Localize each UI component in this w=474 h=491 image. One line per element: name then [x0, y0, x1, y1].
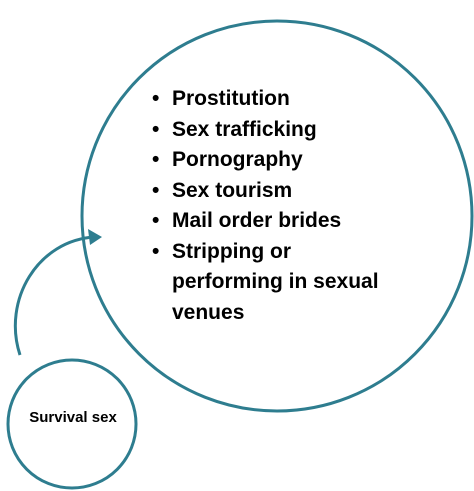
list-item-text: Pornography	[172, 148, 303, 171]
list-item-text: Prostitution	[172, 87, 290, 110]
arrowhead-icon	[88, 229, 102, 245]
list-item-text: Mail order brides	[172, 209, 342, 232]
list-item-text: Stripping or performing in sexual venues	[172, 239, 379, 324]
list-item-text: Sex tourism	[172, 178, 293, 202]
list-item: • Prostitution	[152, 84, 392, 115]
list-item: • Stripping or performing in sexual venue…	[152, 237, 392, 329]
small-circle-label: Survival sex	[29, 409, 117, 426]
large-circle	[80, 19, 474, 413]
bullet-icon: •	[152, 148, 160, 171]
list-item: • Pornography	[152, 145, 392, 176]
bullet-icon: •	[152, 209, 160, 232]
list-item-text: Sex trafficking	[172, 117, 317, 141]
list-item: • Mail order brides	[152, 206, 392, 237]
bullet-icon: •	[152, 239, 160, 263]
bullet-icon: •	[152, 178, 160, 202]
bullet-icon: •	[152, 87, 160, 110]
list-item: • Sex tourism	[152, 176, 392, 207]
small-circle	[6, 358, 138, 490]
bullet-icon: •	[152, 117, 160, 141]
list-item: • Sex trafficking	[152, 115, 392, 146]
connector-arrow	[13, 235, 96, 356]
large-circle-list: • Prostitution • Sex trafficking • Pornogra…	[152, 84, 392, 328]
